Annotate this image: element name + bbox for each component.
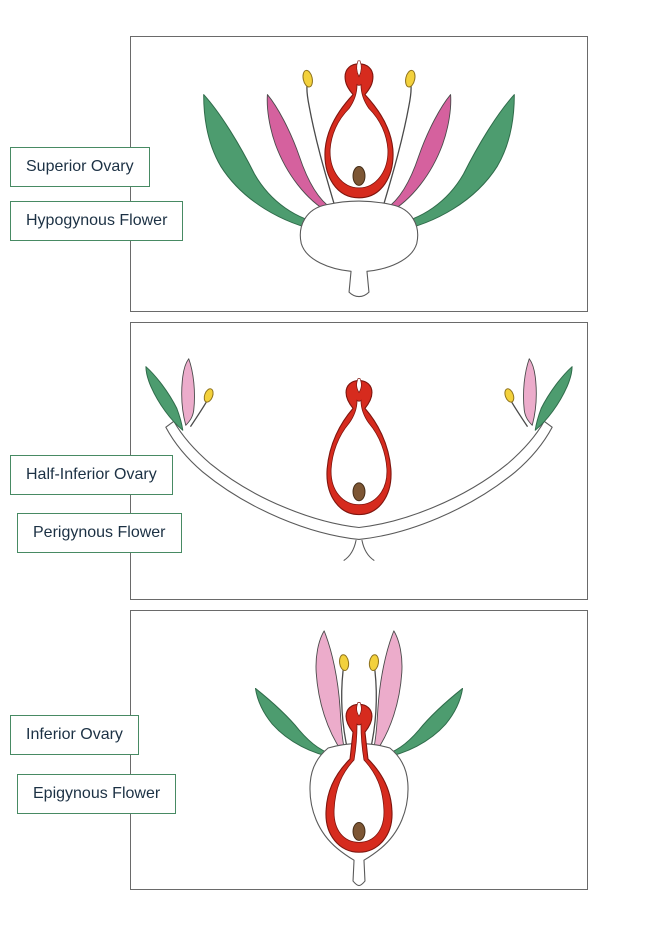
ovule <box>352 482 366 502</box>
stigma-notch <box>356 378 362 394</box>
label-hypogynous-flower: Hypogynous Flower <box>10 201 184 241</box>
right-floral-parts <box>367 630 464 759</box>
receptacle-cup <box>165 420 553 540</box>
panel-hypogynous <box>130 36 588 312</box>
stamen-filament <box>190 400 208 427</box>
receptacle <box>299 200 419 298</box>
anther <box>203 388 214 403</box>
petal <box>181 358 195 426</box>
pistil-interior <box>333 723 385 843</box>
label-half-inferior-ovary: Half-Inferior Ovary <box>10 455 173 495</box>
sepal <box>254 687 339 759</box>
right-floral-parts <box>502 358 573 431</box>
hypogynous-flower <box>203 60 515 298</box>
label-inferior-ovary: Inferior Ovary <box>10 715 139 755</box>
stem <box>343 539 357 561</box>
label-superior-ovary: Superior Ovary <box>10 147 150 187</box>
anther <box>338 654 350 672</box>
perigynous-flower-diagram <box>145 358 573 561</box>
sepal <box>203 94 327 233</box>
left-floral-parts <box>254 630 350 759</box>
left-floral-parts <box>203 69 337 233</box>
left-floral-parts <box>145 358 214 431</box>
label-epigynous-flower: Epigynous Flower <box>17 774 177 814</box>
stigma-notch <box>356 701 362 717</box>
pistil-interior <box>330 399 388 506</box>
panel-epigynous <box>130 610 588 890</box>
pistil-interior <box>329 83 389 189</box>
stem <box>361 539 375 561</box>
stamen-filament <box>306 83 337 212</box>
label-perigynous-flower: Perigynous Flower <box>17 513 182 553</box>
petal <box>266 94 333 214</box>
hypogynous-flower-diagram <box>203 60 515 298</box>
anther <box>302 69 313 88</box>
right-floral-parts <box>381 68 515 233</box>
stigma-notch <box>356 60 362 78</box>
ovule <box>352 166 366 186</box>
panel-perigynous <box>130 322 588 600</box>
sepal <box>145 366 184 431</box>
petal <box>315 630 346 753</box>
epigynous-flower-diagram <box>254 630 464 887</box>
ovule <box>352 821 366 841</box>
